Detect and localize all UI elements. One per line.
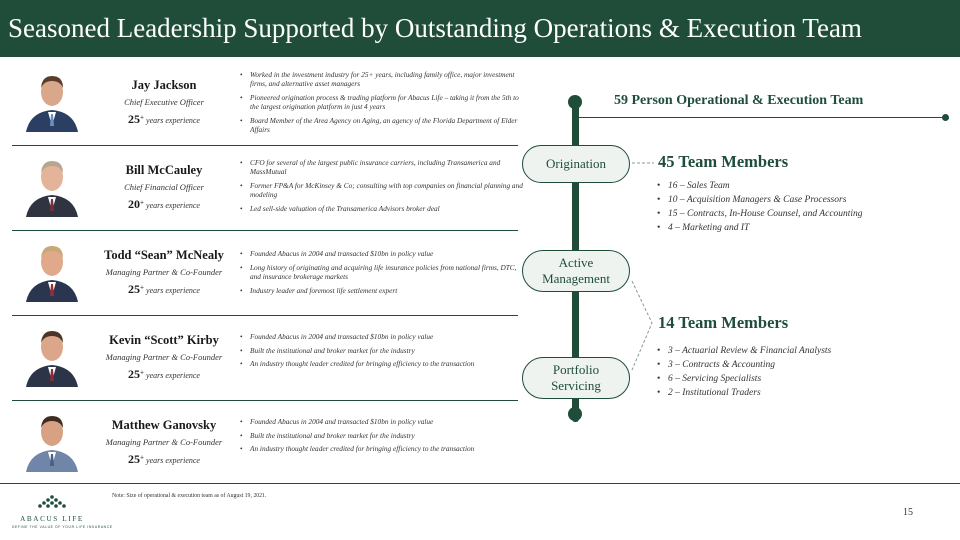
executive-bullets: Founded Abacus in 2004 and transacted $1… xyxy=(238,417,523,458)
executive-name: Todd “Sean” McNealy xyxy=(104,248,224,262)
stage-portfolio-servicing: Portfolio Servicing xyxy=(522,357,630,399)
executive-row-kevin-kirby: Kevin “Scott” Kirby Managing Partner & C… xyxy=(12,317,518,395)
bullet-item: Led sell-side valuation of the Transamer… xyxy=(238,204,523,214)
team-title-rule xyxy=(578,117,946,118)
executive-bullets: CFO for several of the largest public in… xyxy=(238,158,523,218)
footer-rule xyxy=(0,483,960,484)
executive-role: Chief Financial Officer xyxy=(124,182,204,192)
bullet-item: Long history of originating and acquirin… xyxy=(238,263,523,282)
executive-experience: 25+ years experience xyxy=(128,282,200,296)
executive-name: Matthew Ganovsky xyxy=(111,418,217,432)
team-group-item: 16 – Sales Team xyxy=(656,179,863,193)
stage-label: Management xyxy=(542,271,610,286)
team-group-list: 16 – Sales Team 10 – Acquisition Manager… xyxy=(656,179,863,235)
bullet-item: Founded Abacus in 2004 and transacted $1… xyxy=(238,249,523,259)
stage-label: Portfolio xyxy=(552,362,600,377)
portrait-photo xyxy=(22,406,82,472)
bullet-item: Built the institutional and broker marke… xyxy=(238,346,523,356)
executive-role: Managing Partner & Co-Founder xyxy=(105,437,223,447)
bullet-item: An industry thought leader credited for … xyxy=(238,359,523,369)
portrait-photo xyxy=(22,66,82,132)
bullet-item: Board Member of the Area Agency on Aging… xyxy=(238,116,523,135)
team-group-title: 14 Team Members xyxy=(658,313,789,332)
team-group-item: 3 – Contracts & Accounting xyxy=(656,358,831,372)
row-divider xyxy=(12,145,518,146)
bullet-item: Industry leader and foremost life settle… xyxy=(238,286,523,296)
executive-name: Kevin “Scott” Kirby xyxy=(109,333,219,347)
executive-experience: 25+ years experience xyxy=(128,112,200,126)
executive-row-bill-mccauley: Bill McCauley Chief Financial Officer 20… xyxy=(12,147,523,225)
row-divider xyxy=(12,315,518,316)
stage-origination: Origination xyxy=(522,145,630,183)
executive-role: Managing Partner & Co-Founder xyxy=(105,267,223,277)
team-group-title: 45 Team Members xyxy=(658,152,789,171)
executive-row-jay-jackson: Jay Jackson Chief Executive Officer 25+ … xyxy=(12,62,519,140)
spine-bottom-node xyxy=(568,407,582,421)
bullet-item: Pioneered origination process & trading … xyxy=(238,93,523,112)
executive-name: Jay Jackson xyxy=(131,78,197,92)
spine-top-node xyxy=(568,95,582,109)
bullet-item: CFO for several of the largest public in… xyxy=(238,158,523,177)
team-group-list: 3 – Actuarial Review & Financial Analyst… xyxy=(656,344,831,400)
team-title-rule-end xyxy=(942,114,949,121)
page-number: 15 xyxy=(903,507,913,518)
bullet-item: Founded Abacus in 2004 and transacted $1… xyxy=(238,332,523,342)
bullet-item: Built the institutional and broker marke… xyxy=(238,431,523,441)
portrait-photo xyxy=(22,151,82,217)
row-divider xyxy=(12,230,518,231)
bullet-item: An industry thought leader credited for … xyxy=(238,444,523,454)
executive-bullets: Worked in the investment industry for 25… xyxy=(238,70,523,139)
executive-row-todd-mcnealy: Todd “Sean” McNealy Managing Partner & C… xyxy=(12,232,518,310)
stage-label: Servicing xyxy=(551,378,601,393)
executive-experience: 20+ years experience xyxy=(128,197,200,211)
executive-row-matthew-ganovsky: Matthew Ganovsky Managing Partner & Co-F… xyxy=(12,402,518,480)
stage-label: Active xyxy=(558,255,594,270)
team-group-item: 2 – Institutional Traders xyxy=(656,386,831,400)
abacus-logo-icon xyxy=(38,495,66,508)
executive-bullets: Founded Abacus in 2004 and transacted $1… xyxy=(238,249,523,299)
team-group-item: 3 – Actuarial Review & Financial Analyst… xyxy=(656,344,831,358)
brand-tagline: DEFINE THE VALUE OF YOUR LIFE INSURANCE xyxy=(12,525,113,529)
stage-active-management: Active Management xyxy=(522,250,630,292)
executive-name: Bill McCauley xyxy=(125,163,203,177)
bullet-item: Founded Abacus in 2004 and transacted $1… xyxy=(238,417,523,427)
executive-experience: 25+ years experience xyxy=(128,367,200,381)
team-title: 59 Person Operational & Execution Team xyxy=(614,93,864,108)
footnote: Note: Size of operational & execution te… xyxy=(112,493,267,499)
team-group-item: 10 – Acquisition Managers & Case Process… xyxy=(656,193,863,207)
executive-role: Chief Executive Officer xyxy=(124,97,204,107)
bullet-item: Former FP&A for McKinsey & Co; consultin… xyxy=(238,181,523,200)
slide-title: Seasoned Leadership Supported by Outstan… xyxy=(8,13,862,43)
slide-header: Seasoned Leadership Supported by Outstan… xyxy=(0,0,960,57)
team-group-item: 6 – Servicing Specialists xyxy=(656,372,831,386)
stage-label: Origination xyxy=(546,156,606,171)
executive-bullets: Founded Abacus in 2004 and transacted $1… xyxy=(238,332,523,373)
row-divider xyxy=(12,400,518,401)
portrait-photo xyxy=(22,321,82,387)
portrait-photo xyxy=(22,236,82,302)
team-group-item: 15 – Contracts, In-House Counsel, and Ac… xyxy=(656,207,863,221)
team-group-item: 4 – Marketing and IT xyxy=(656,221,863,235)
executive-experience: 25+ years experience xyxy=(128,452,200,466)
bullet-item: Worked in the investment industry for 25… xyxy=(238,70,523,89)
executive-role: Managing Partner & Co-Founder xyxy=(105,352,223,362)
brand-name: ABACUS LIFE xyxy=(20,515,84,523)
